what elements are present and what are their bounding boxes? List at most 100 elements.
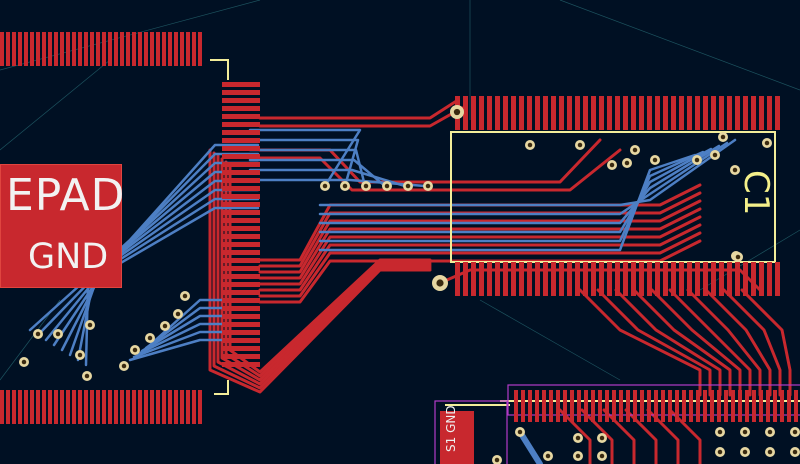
fpc-pad — [222, 170, 260, 175]
via-hole — [792, 429, 798, 435]
via-hole — [742, 449, 748, 455]
connector-pad — [766, 390, 770, 422]
chip-pad — [463, 96, 468, 130]
connector-pad — [584, 390, 588, 422]
chip-pad — [503, 262, 508, 296]
via-hole — [425, 183, 431, 189]
connector-pad — [598, 390, 602, 422]
chip-pad — [495, 262, 500, 296]
fpc-pad — [222, 362, 260, 367]
trace — [258, 239, 702, 304]
via-hole — [767, 429, 773, 435]
chip-pad — [631, 96, 636, 130]
via-hole — [342, 183, 348, 189]
chip-pad — [623, 262, 628, 296]
fpc-pad — [222, 354, 260, 359]
fpc-pad — [222, 274, 260, 279]
chip-pad — [535, 96, 540, 130]
via-hole — [767, 449, 773, 455]
connector-pad — [126, 32, 130, 66]
chip-pad — [519, 262, 524, 296]
via-hole — [405, 183, 411, 189]
fpc-pad — [222, 250, 260, 255]
chip-pad — [663, 262, 668, 296]
fpc-pad — [222, 306, 260, 311]
connector-pad — [96, 390, 100, 424]
chip-pad — [727, 262, 732, 296]
chip-pad — [719, 262, 724, 296]
trace — [258, 148, 622, 192]
connector-pad — [710, 390, 714, 422]
chip-pad — [607, 96, 612, 130]
chip-pad — [671, 96, 676, 130]
connector-pad — [619, 390, 623, 422]
chip-pad — [759, 262, 764, 296]
chip-pad — [471, 262, 476, 296]
via-hole — [363, 183, 369, 189]
vias[interactable] — [19, 105, 800, 464]
chip-pad — [543, 262, 548, 296]
connector-pad — [745, 390, 749, 422]
via-hole — [77, 352, 83, 358]
fpc-pad — [222, 138, 260, 143]
connector-pad — [612, 390, 616, 422]
via-hole — [599, 453, 605, 459]
chip-pad — [559, 96, 564, 130]
connector-pad — [78, 32, 82, 66]
connector-pad — [18, 390, 22, 424]
chip-pad — [455, 262, 460, 296]
connector-pad — [108, 32, 112, 66]
chip-pad — [687, 96, 692, 130]
chip-pad — [695, 262, 700, 296]
switch-pad[interactable] — [440, 411, 474, 464]
connector-pad — [54, 390, 58, 424]
trace — [632, 288, 732, 397]
via-hole — [132, 347, 138, 353]
fpc-pad — [222, 258, 260, 263]
connector-pad — [198, 32, 202, 66]
via-hole — [494, 457, 500, 463]
connector-pad — [24, 390, 28, 424]
connector-pad — [162, 390, 166, 424]
front-copper-traces — [208, 98, 792, 464]
chip-pad — [743, 96, 748, 130]
trace — [248, 168, 407, 188]
via-hole — [575, 453, 581, 459]
connector-pad — [30, 390, 34, 424]
connector-pad — [126, 390, 130, 424]
via-hole — [322, 183, 328, 189]
connector-pad — [174, 390, 178, 424]
connector-pad — [156, 32, 160, 66]
via-hole — [742, 429, 748, 435]
chip-pad — [767, 96, 772, 130]
trace — [248, 128, 362, 188]
epad-gnd-pad[interactable] — [0, 164, 122, 288]
fpc-pad — [222, 330, 260, 335]
via-hole — [624, 160, 630, 166]
via-hole — [436, 279, 444, 287]
trace — [722, 288, 782, 397]
chip-pad — [647, 96, 652, 130]
chip-pad — [751, 96, 756, 130]
fpc-pad — [222, 114, 260, 119]
component-pads[interactable] — [0, 32, 798, 424]
trace — [686, 288, 762, 397]
chip-pad — [639, 262, 644, 296]
chip-pad — [767, 262, 772, 296]
connector-pad — [114, 390, 118, 424]
connector-pad — [66, 390, 70, 424]
fpc-pad — [222, 314, 260, 319]
connector-pad — [48, 390, 52, 424]
connector-pad — [90, 390, 94, 424]
connector-pad — [682, 390, 686, 422]
fpc-pad — [222, 298, 260, 303]
fpc-pad — [222, 202, 260, 207]
connector-pad — [18, 32, 22, 66]
chip-reference-label: C1 — [736, 170, 776, 216]
connector-pad — [66, 32, 70, 66]
via-hole — [84, 373, 90, 379]
trace — [208, 148, 432, 394]
connector-pad — [174, 32, 178, 66]
